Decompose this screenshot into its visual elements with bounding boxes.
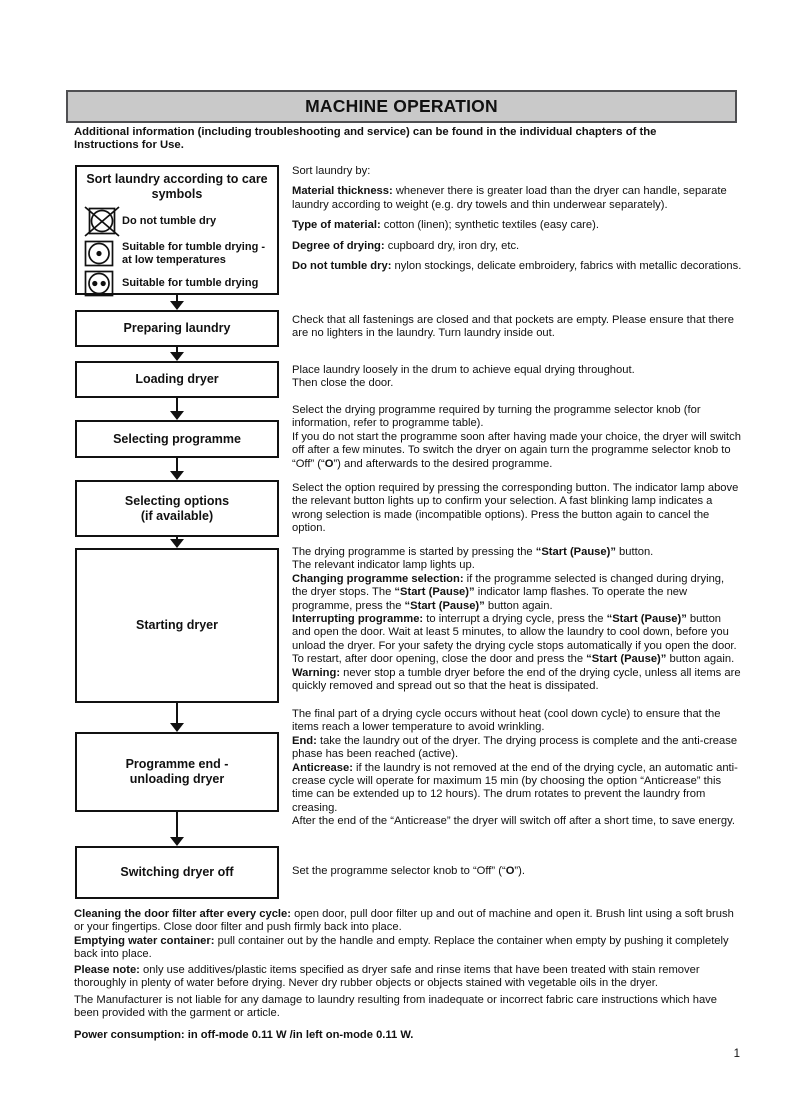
text-please-note: Please note: only use additives/plastic …: [74, 964, 700, 990]
flow-arrow-down-icon: [170, 347, 184, 361]
flow-arrow-down-icon: [170, 812, 184, 846]
care-symbol-label: Do not tumble dry: [122, 215, 217, 228]
flow-arrow-down-icon: [170, 295, 184, 310]
flow-step-programme-end: Programme end - unloading dryer: [75, 732, 279, 812]
care-symbol-row: Suitable for tumble drying: [84, 270, 270, 297]
text-switching-dryer-off: Set the programme selector knob to “Off”…: [292, 865, 525, 877]
flow-step-preparing-laundry: Preparing laundry: [75, 310, 279, 347]
text-sort-laundry: Sort laundry by:Material thickness: when…: [292, 165, 742, 273]
flow-step-switching-dryer-off: Switching dryer off: [75, 846, 279, 899]
text-preparing-laundry: Check that all fastenings are closed and…: [292, 314, 734, 340]
tumble-dry-low-heat-icon: [84, 240, 122, 267]
text-programme-end: The final part of a drying cycle occurs …: [292, 708, 738, 828]
tumble-dry-icon: [84, 270, 122, 297]
text-selecting-programme: Select the drying programme required by …: [292, 404, 741, 470]
care-symbol-label: Suitable for tumble drying: [122, 277, 259, 290]
flow-arrow-down-icon: [170, 703, 184, 732]
care-symbol-label: Suitable for tumble drying - at low temp…: [122, 241, 266, 266]
intro-note: Additional information (including troubl…: [74, 126, 657, 152]
text-filter-and-container: Cleaning the door filter after every cyc…: [74, 908, 734, 961]
page-header: MACHINE OPERATION: [66, 90, 737, 123]
flow-step-selecting-programme: Selecting programme: [75, 420, 279, 458]
flow-step-starting-dryer: Starting dryer: [75, 548, 279, 703]
flow-arrow-down-icon: [170, 398, 184, 420]
page-number: 1: [733, 1048, 740, 1060]
flow-step-selecting-options: Selecting options (if available): [75, 480, 279, 537]
text-loading-dryer: Place laundry loosely in the drum to ach…: [292, 364, 635, 390]
flow-arrow-down-icon: [170, 458, 184, 480]
flow-arrow-down-icon: [170, 537, 184, 548]
care-symbol-row: Do not tumble dry: [84, 206, 270, 237]
flow-step-sort-laundry: Sort laundry according to care symbols D…: [75, 165, 279, 297]
do-not-tumble-dry-icon: [84, 206, 122, 237]
flow-step-loading-dryer: Loading dryer: [75, 361, 279, 398]
care-symbol-row: Suitable for tumble drying - at low temp…: [84, 240, 270, 267]
page-title: MACHINE OPERATION: [305, 96, 498, 116]
text-liability: The Manufacturer is not liable for any d…: [74, 994, 717, 1020]
sort-box-title: Sort laundry according to care symbols: [86, 172, 268, 201]
text-power-consumption: Power consumption: in off-mode 0.11 W /i…: [74, 1029, 414, 1041]
text-selecting-options: Select the option required by pressing t…: [292, 482, 739, 535]
text-starting-dryer: The drying programme is started by press…: [292, 546, 741, 693]
